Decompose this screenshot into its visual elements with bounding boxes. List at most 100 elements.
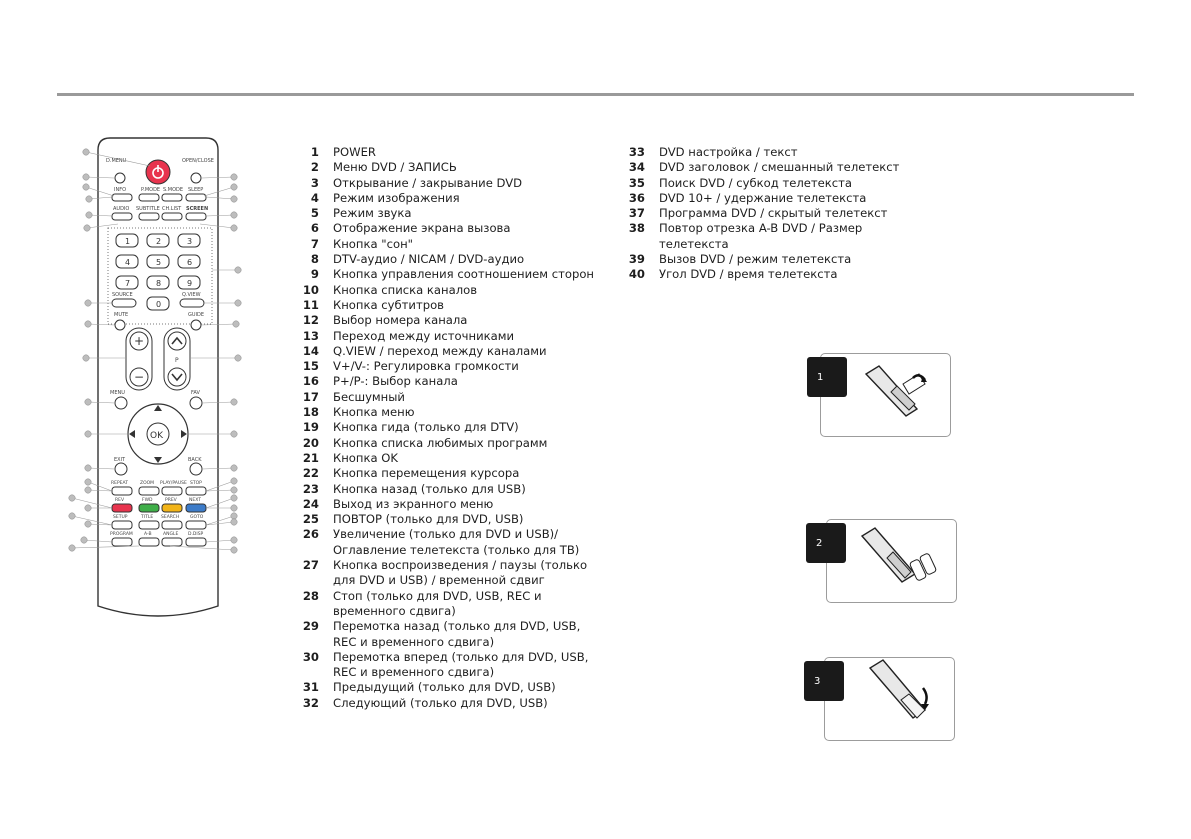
callout-marker <box>84 299 92 307</box>
key-description: Угол DVD / время телетекста <box>659 267 838 282</box>
callout-marker <box>230 518 238 526</box>
key-number: 38 <box>628 221 645 236</box>
media-row-1: REPEAT ZOOM PLAY/PAUSE STOP <box>111 480 207 496</box>
key-number: 34 <box>628 160 645 175</box>
callout-line <box>85 176 115 179</box>
svg-text:S.MODE: S.MODE <box>163 187 183 193</box>
callout-line <box>88 196 113 200</box>
key-description: Отображение экрана вызова <box>333 221 511 236</box>
svg-text:9: 9 <box>187 279 192 288</box>
svg-text:0: 0 <box>156 300 161 309</box>
key-description: Кнопка перемещения курсора <box>333 466 520 481</box>
callout-marker <box>230 494 238 502</box>
key-number: 16 <box>302 374 319 389</box>
header-rule <box>57 93 1134 96</box>
key-number: 2 <box>310 160 319 175</box>
svg-text:Q.VIEW: Q.VIEW <box>182 292 201 298</box>
svg-text:PROGRAM: PROGRAM <box>110 531 133 537</box>
callout-line <box>71 545 140 549</box>
d-menu-button <box>114 172 126 184</box>
key-number: 23 <box>302 481 319 496</box>
callout-marker <box>234 299 242 307</box>
callout-marker <box>230 536 238 544</box>
svg-text:INFO: INFO <box>114 187 126 193</box>
key-description: Кнопка гида (только для DTV) <box>333 420 519 435</box>
callout-line <box>205 196 235 200</box>
callout-line <box>205 539 235 543</box>
svg-text:6: 6 <box>187 258 192 267</box>
key-description: Следующий (только для DVD, USB) <box>333 695 548 710</box>
battery-step-photo-2 <box>826 519 957 603</box>
svg-text:ZOOM: ZOOM <box>140 480 154 486</box>
key-description: Кнопка списка каналов <box>333 282 478 297</box>
label-open-close: OPEN/CLOSE <box>182 158 214 164</box>
svg-text:AUDIO: AUDIO <box>113 206 129 212</box>
callout-marker <box>230 512 238 520</box>
callout-marker <box>68 544 76 552</box>
key-description: Открывание / закрывание DVD <box>333 175 523 190</box>
key-description: DVD 10+ / удержание телетекста <box>659 190 867 205</box>
key-number: 37 <box>628 206 645 221</box>
svg-text:MENU: MENU <box>110 390 125 396</box>
svg-text:SLEEP: SLEEP <box>188 187 203 193</box>
open-close-button <box>190 172 202 184</box>
svg-text:P: P <box>175 357 179 364</box>
svg-text:OK: OK <box>150 431 164 441</box>
key-description: Меню DVD / ЗАПИСЬ <box>333 160 457 175</box>
callout-marker <box>234 354 242 362</box>
callout-line <box>87 489 113 492</box>
svg-text:8: 8 <box>156 279 161 288</box>
key-number: 40 <box>628 267 645 282</box>
svg-text:3: 3 <box>187 237 192 246</box>
svg-text:BACK: BACK <box>188 457 202 463</box>
key-number: 6 <box>310 221 319 236</box>
callout-marker <box>82 173 90 181</box>
svg-text:SETUP: SETUP <box>113 514 128 520</box>
callout-marker <box>68 512 76 520</box>
key-number: 9 <box>310 267 319 282</box>
key-number: 35 <box>628 175 645 190</box>
key-number: 39 <box>628 252 645 267</box>
callout-line <box>205 214 235 217</box>
callout-line <box>83 539 113 543</box>
key-description: Кнопка меню <box>333 405 415 420</box>
svg-text:NEXT: NEXT <box>189 497 201 503</box>
callout-line <box>85 151 151 167</box>
yellow-button <box>161 503 183 513</box>
callout-line <box>200 323 237 326</box>
key-item: 2 Меню DVD / ЗАПИСЬ <box>291 160 603 175</box>
svg-text:SUBTITLE: SUBTITLE <box>136 206 160 212</box>
callout-marker <box>84 478 92 486</box>
svg-text:EXIT: EXIT <box>114 457 126 463</box>
svg-text:GUIDE: GUIDE <box>188 312 204 318</box>
key-number: 21 <box>302 450 319 465</box>
key-description: Кнопка списка любимых программ <box>333 435 548 450</box>
function-row-1: INFO P.MODE S.MODE SLEEP <box>111 187 207 202</box>
callout-marker <box>68 494 76 502</box>
key-number: 10 <box>302 282 319 297</box>
svg-text:A-B: A-B <box>144 531 152 537</box>
callout-line <box>87 323 116 326</box>
remote-back-close-icon <box>868 659 929 719</box>
svg-text:PLAY/PAUSE: PLAY/PAUSE <box>160 480 187 486</box>
callout-marker <box>84 398 92 406</box>
callout-marker <box>230 477 238 485</box>
svg-text:TITLE: TITLE <box>140 514 153 520</box>
battery-step-2-badge: 2 <box>806 523 846 563</box>
callout-marker <box>232 320 240 328</box>
callout-marker <box>84 486 92 494</box>
key-description: Выбор номера канала <box>333 313 468 328</box>
key-description: Кнопка OK <box>333 450 399 465</box>
key-number: 27 <box>302 558 319 573</box>
callout-marker <box>82 354 90 362</box>
